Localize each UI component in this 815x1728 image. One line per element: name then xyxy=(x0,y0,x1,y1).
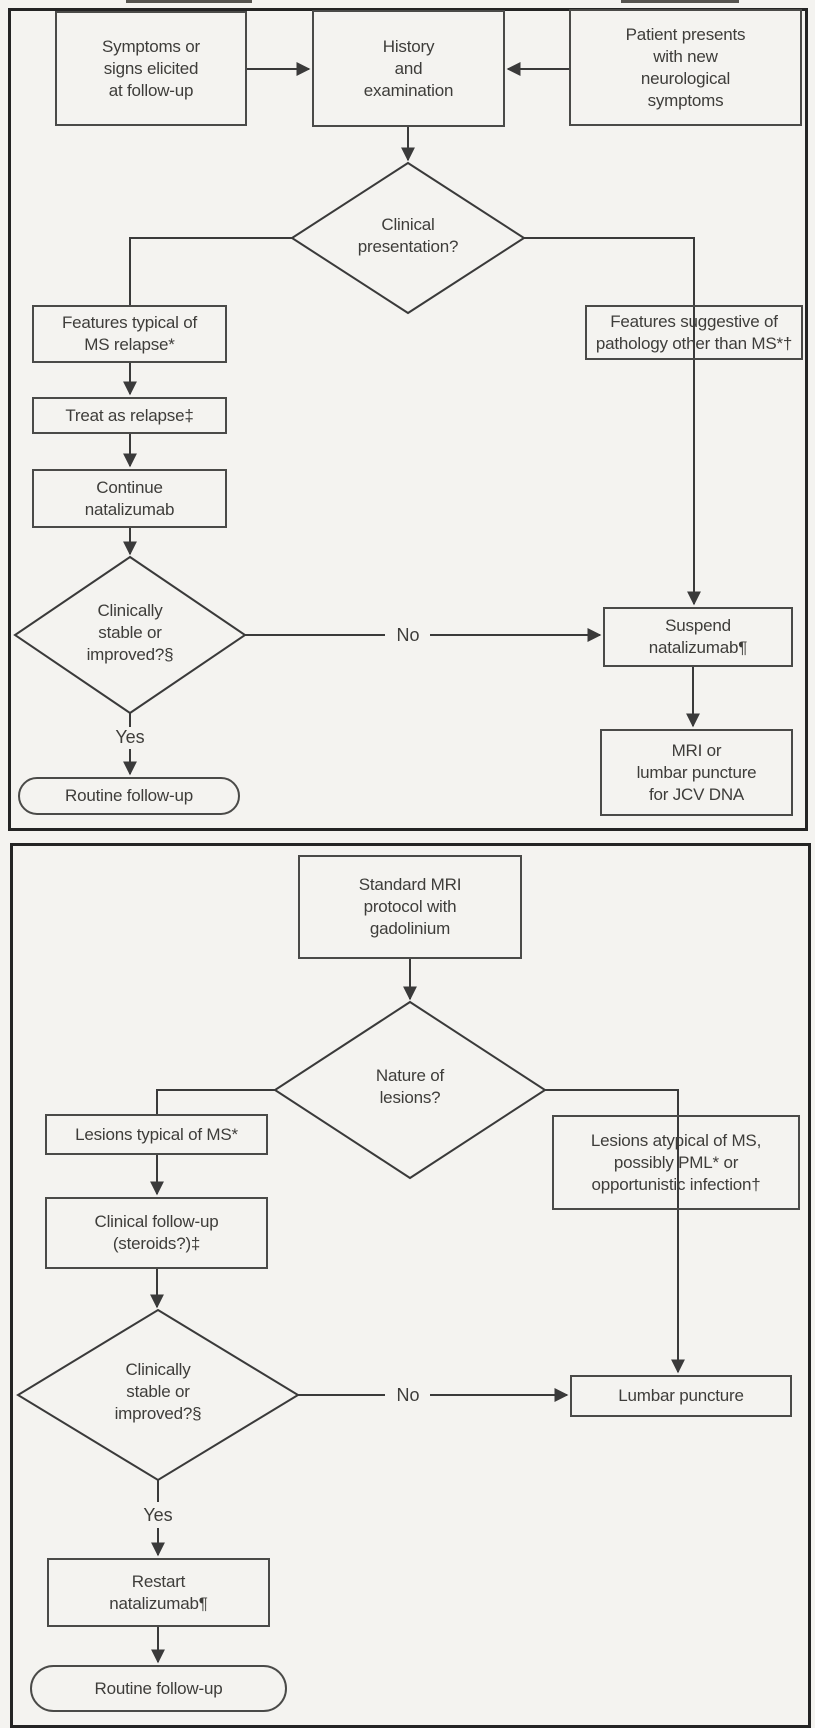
node-treat-as-relapse: Treat as relapse‡ xyxy=(32,397,227,434)
node-continue-natalizumab: Continue natalizumab xyxy=(32,469,227,528)
node-mri-lumbar-puncture: MRI or lumbar puncture for JCV DNA xyxy=(600,729,793,816)
node-restart-natalizumab: Restart natalizumab¶ xyxy=(47,1558,270,1627)
scan-artifact xyxy=(621,0,739,3)
node-patient-presents: Patient presents with new neurological s… xyxy=(569,9,802,126)
node-lumbar-puncture: Lumbar puncture xyxy=(570,1375,792,1417)
edge-label-no-1: No xyxy=(396,625,420,645)
node-lesions-typical: Lesions typical of MS* xyxy=(45,1114,268,1155)
scan-artifact xyxy=(126,0,252,3)
node-clinical-followup: Clinical follow-up (steroids?)‡ xyxy=(45,1197,268,1269)
diamond-label-nature-of-lesions: Nature of lesions? xyxy=(375,1066,445,1107)
node-routine-followup-2: Routine follow-up xyxy=(30,1665,287,1712)
edge-label-yes-1: Yes xyxy=(115,727,145,747)
node-suspend-natalizumab: Suspend natalizumab¶ xyxy=(603,607,793,667)
edge-label-no-2: No xyxy=(396,1385,420,1405)
diamond-label-clinically-stable-2: Clinically stable or improved?§ xyxy=(114,1360,202,1423)
node-features-suggestive: Features suggestive of pathology other t… xyxy=(585,305,803,360)
panel-frame-top xyxy=(8,8,808,831)
node-lesions-atypical: Lesions atypical of MS, possibly PML* or… xyxy=(552,1115,800,1210)
diamond-label-clinically-stable-1: Clinically stable or improved?§ xyxy=(86,601,174,664)
node-symptoms: Symptoms or signs elicited at follow-up xyxy=(55,11,247,126)
edge-label-yes-2: Yes xyxy=(143,1505,173,1525)
diamond-label-clinical-presentation: Clinical presentation? xyxy=(357,215,459,256)
panel-frame-bottom xyxy=(10,843,811,1728)
node-history-examination: History and examination xyxy=(312,10,505,127)
node-standard-mri: Standard MRI protocol with gadolinium xyxy=(298,855,522,959)
node-features-typical: Features typical of MS relapse* xyxy=(32,305,227,363)
node-routine-followup-1: Routine follow-up xyxy=(18,777,240,815)
